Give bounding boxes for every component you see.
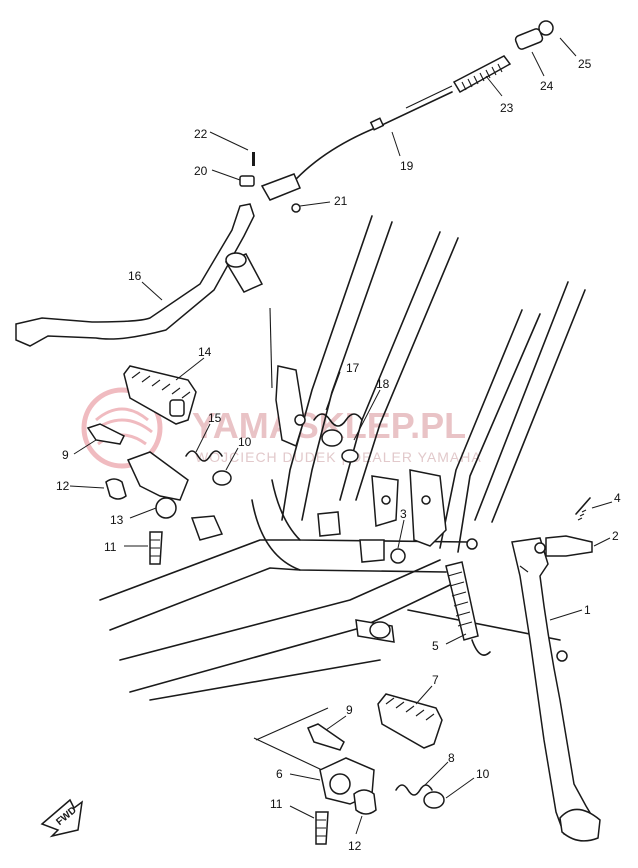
cable-spring <box>452 55 512 94</box>
cotter-pin <box>291 203 301 213</box>
clevis-pin <box>239 175 255 187</box>
adjuster-nut <box>538 20 554 36</box>
brake-cable <box>239 20 554 213</box>
small-pin <box>252 152 255 166</box>
spring-17 <box>313 413 363 427</box>
footrest-bracket-left <box>126 451 189 501</box>
clevis <box>260 173 301 201</box>
watermark-subtitle: WOJCIECH DUDEK | DEALER YAMAHA <box>195 449 482 465</box>
nut-3 <box>390 548 406 564</box>
washer-10-right <box>423 791 445 809</box>
callout-10-right: 10 <box>476 767 490 781</box>
callout-2: 2 <box>612 529 619 543</box>
footrest-left <box>86 365 232 565</box>
callout-labels: 25 24 23 19 22 20 21 16 14 17 18 15 10 9… <box>56 57 621 853</box>
spring-assembly <box>313 413 363 463</box>
callout-17: 17 <box>346 361 360 375</box>
side-stand <box>511 497 601 842</box>
cable-adjuster <box>514 28 544 50</box>
footrest-right <box>253 693 445 845</box>
callout-9-left: 9 <box>62 448 69 462</box>
callout-7: 7 <box>432 673 439 687</box>
leader-lines <box>69 37 613 835</box>
callout-4: 4 <box>614 491 621 505</box>
callout-14: 14 <box>198 345 212 359</box>
callout-11-left: 11 <box>104 540 117 554</box>
callout-6: 6 <box>276 767 283 781</box>
bolt-9-left <box>86 423 126 445</box>
nut-12-left <box>105 478 127 500</box>
stand-spring <box>390 538 491 656</box>
callout-9-right: 9 <box>346 703 353 717</box>
stand-foot <box>559 808 601 842</box>
washer-10-left <box>212 470 232 486</box>
callout-10-left: 10 <box>238 435 252 449</box>
spring-15-left <box>185 450 223 462</box>
callout-5: 5 <box>432 639 439 653</box>
nut-12-right <box>353 789 377 815</box>
callout-23: 23 <box>500 101 514 115</box>
callout-21: 21 <box>334 194 348 208</box>
callout-3: 3 <box>400 507 407 521</box>
footrest-peg-right <box>377 693 443 749</box>
frame-bracket-left <box>275 365 305 448</box>
callout-12-left: 12 <box>56 479 70 493</box>
pin-4 <box>575 497 591 515</box>
callout-13: 13 <box>110 513 124 527</box>
callout-24: 24 <box>540 79 554 93</box>
frame-bracket-right <box>409 469 447 547</box>
callout-22: 22 <box>194 127 208 141</box>
brake-pedal <box>15 203 273 389</box>
callout-19: 19 <box>400 159 414 173</box>
callout-18: 18 <box>376 377 390 391</box>
callout-20: 20 <box>194 164 208 178</box>
callout-25: 25 <box>578 57 592 71</box>
fwd-arrow: FWD <box>40 798 83 838</box>
frame <box>99 215 586 701</box>
footrest-nut <box>155 497 177 519</box>
pivot-bolt <box>355 619 395 643</box>
callout-12-right: 12 <box>348 839 362 853</box>
callout-1: 1 <box>584 603 591 617</box>
callout-11-right: 11 <box>270 797 283 811</box>
callout-16: 16 <box>128 269 142 283</box>
bolt-9-right <box>307 723 345 751</box>
bolt-2 <box>545 535 593 557</box>
callout-8: 8 <box>448 751 455 765</box>
callout-15: 15 <box>208 411 222 425</box>
spring-8 <box>395 784 433 796</box>
